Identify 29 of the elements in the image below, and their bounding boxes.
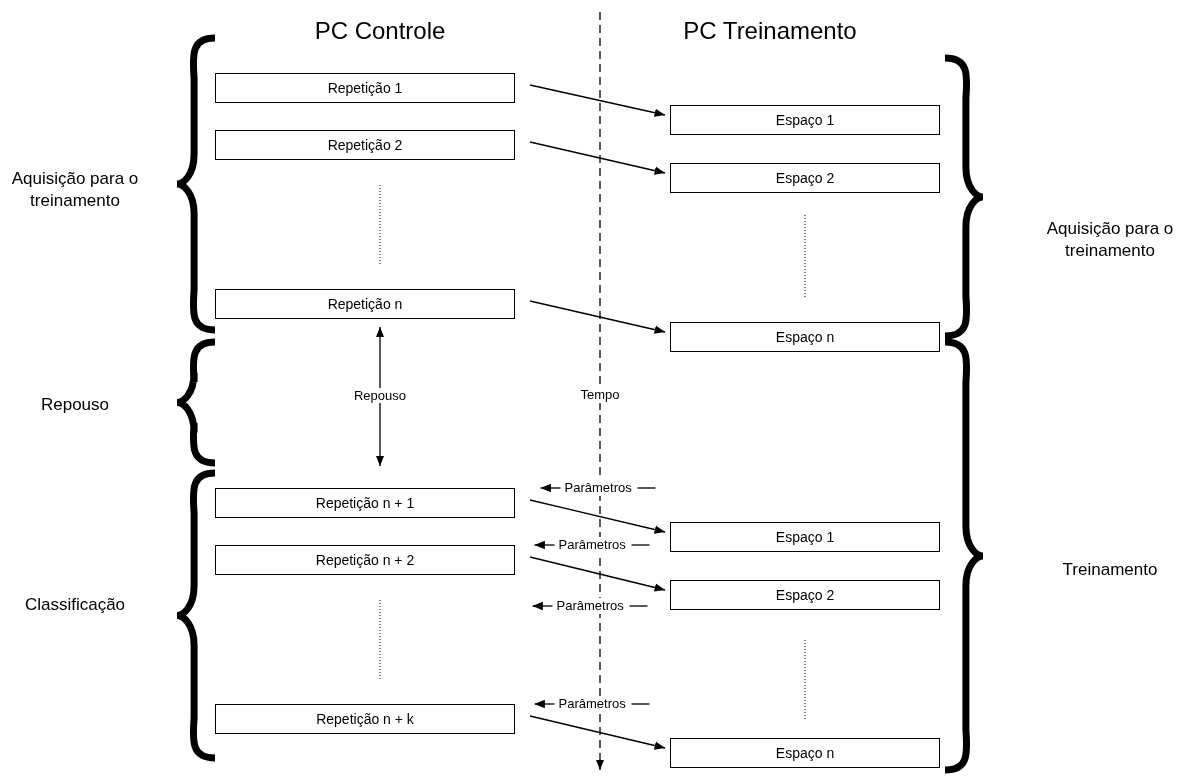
column-heading: PC Treinamento: [682, 15, 858, 46]
step-box: Repetição n + k: [215, 704, 515, 734]
phase-label: Aquisição para o treinamento: [10, 168, 140, 213]
step-box: Espaço 1: [670, 522, 940, 552]
step-box: Repetição 2: [215, 130, 515, 160]
arrow: [529, 141, 666, 175]
phase-label: Treinamento: [1061, 559, 1159, 581]
column-heading: PC Controle: [313, 15, 447, 46]
arrow: [529, 300, 666, 334]
arrow: [529, 499, 666, 534]
parameter-label: Parâmetros: [564, 479, 632, 497]
step-box: Espaço n: [670, 738, 940, 768]
phase-label: Aquisição para o treinamento: [1045, 218, 1175, 263]
step-box: Espaço 2: [670, 580, 940, 610]
phase-label: Classificação: [23, 594, 127, 616]
step-box: Espaço 2: [670, 163, 940, 193]
arrow: [375, 326, 385, 467]
step-box: Repetição n: [215, 289, 515, 319]
parameter-label: Parâmetros: [556, 597, 624, 615]
step-box: Espaço n: [670, 322, 940, 352]
arrow: [529, 556, 666, 592]
step-box: Repetição n + 2: [215, 545, 515, 575]
phase-label: Repouso: [39, 394, 111, 416]
step-box: Repetição 1: [215, 73, 515, 103]
arrow: [529, 84, 666, 117]
parameter-label: Parâmetros: [558, 536, 626, 554]
step-box: Repetição n + 1: [215, 488, 515, 518]
step-box: Espaço 1: [670, 105, 940, 135]
arrow: [529, 715, 666, 750]
